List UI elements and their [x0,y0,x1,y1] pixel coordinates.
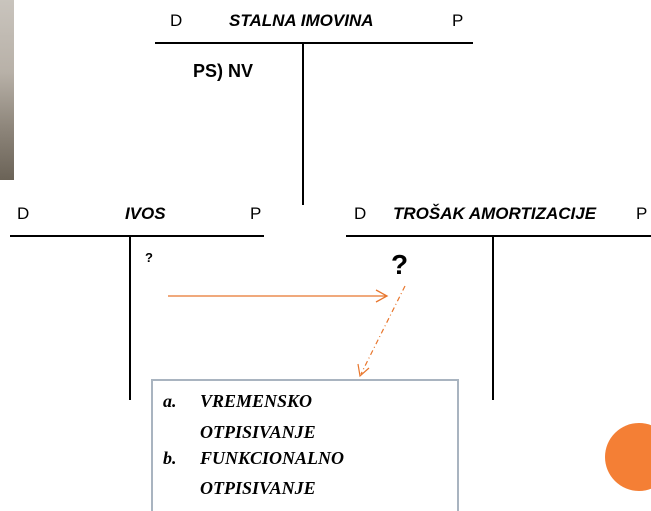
trosak-hline [346,235,651,237]
stalna-imovina-title: STALNA IMOVINA [229,11,374,30]
trosak-entry: ? [391,249,409,280]
stalna-imovina-hline [155,42,473,44]
photo-fragment [0,0,14,180]
stalna-imovina-debit-label: D [170,11,183,30]
ivos-debit-label: D [17,204,30,223]
trosak-debit-label: D [354,204,367,223]
method-b-line2: OTPISIVANJE [200,478,316,498]
stalna-imovina-entry: PS) NV [193,61,254,81]
method-a-line2: OTPISIVANJE [200,422,316,442]
method-a-marker: a. [163,391,177,411]
ivos-entry: ? [145,250,153,265]
stalna-imovina-vline [302,42,304,205]
method-arrow [357,285,406,378]
stalna-imovina-credit-label: P [452,11,464,30]
trosak-title: TROŠAK AMORTIZACIJE [393,204,597,223]
method-b-line1: FUNKCIONALNO [200,448,345,468]
trosak-vline [492,235,494,400]
ivos-hline [10,235,264,237]
decorative-orange-circle [605,423,651,491]
ivos-vline [129,235,131,400]
method-b-marker: b. [163,448,177,468]
transfer-arrow [168,289,389,303]
depreciation-methods-box: a. VREMENSKO OTPISIVANJE b. FUNKCIONALNO… [151,379,459,511]
ivos-title: IVOS [125,204,166,223]
ivos-credit-label: P [250,204,262,223]
method-a-line1: VREMENSKO [200,391,313,411]
trosak-credit-label: P [636,204,648,223]
